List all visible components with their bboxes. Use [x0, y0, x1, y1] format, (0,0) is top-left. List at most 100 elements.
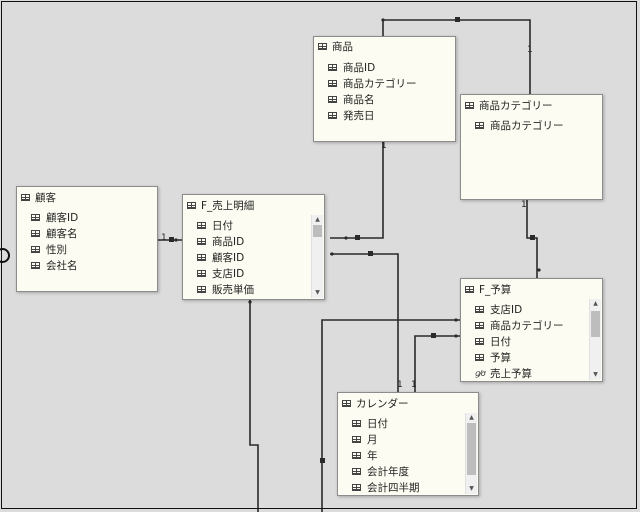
- field-row[interactable]: 日付: [183, 217, 324, 233]
- cardinality-one: 1: [411, 380, 417, 390]
- table-title: 商品カテゴリー: [479, 99, 553, 112]
- table-category[interactable]: 商品カテゴリー 商品カテゴリー: [460, 94, 603, 200]
- field-label: 日付: [490, 335, 511, 348]
- field-label: 予算: [490, 352, 511, 365]
- field-row[interactable]: 商品カテゴリー: [314, 75, 455, 91]
- field-icon: [352, 419, 361, 427]
- rel-yosan-calendar: [414, 335, 460, 392]
- field-icon: [197, 253, 206, 261]
- vertical-scrollbar[interactable]: ▲ ▼: [465, 413, 477, 494]
- table-icon: [21, 193, 30, 201]
- field-row[interactable]: 月: [338, 431, 478, 447]
- field-row[interactable]: 商品名: [314, 91, 455, 107]
- field-icon: [31, 262, 40, 270]
- field-row[interactable]: 支店ID: [183, 266, 324, 282]
- table-header[interactable]: カレンダー: [338, 393, 478, 413]
- field-row[interactable]: 商品カテゴリー: [461, 117, 602, 133]
- field-label: 顧客ID: [212, 251, 245, 264]
- cardinality-one: 1: [161, 233, 167, 243]
- table-header[interactable]: 顧客: [17, 187, 157, 207]
- field-row[interactable]: 会計四半期: [338, 480, 478, 495]
- field-row[interactable]: 顧客ID: [183, 249, 324, 265]
- measure-icon: ɡ/σ: [475, 369, 486, 379]
- table-kokyaku[interactable]: 顧客 顧客ID 顧客名 性別 会社名: [16, 186, 158, 292]
- scrollbar-thumb[interactable]: [591, 311, 600, 337]
- field-icon: [197, 270, 206, 278]
- field-label: 商品名: [343, 93, 375, 106]
- field-row[interactable]: 発売日: [314, 108, 455, 124]
- field-icon: [31, 229, 40, 237]
- field-label: 商品ID: [212, 235, 245, 248]
- field-icon: [475, 337, 484, 345]
- cardinality-one: 1: [397, 380, 403, 390]
- field-icon: [475, 121, 484, 129]
- field-icon: [197, 237, 206, 245]
- field-label: 会計四半期: [367, 482, 420, 495]
- field-icon: [352, 468, 361, 476]
- table-uriage[interactable]: F_売上明細 日付 商品ID 顧客ID 支店ID 販売単価 ▲ ▼: [182, 194, 325, 300]
- scrollbar-thumb[interactable]: [313, 225, 322, 237]
- field-icon: [475, 305, 484, 313]
- field-row[interactable]: 販売単価: [183, 282, 324, 298]
- field-icon: [475, 321, 484, 329]
- table-icon: [187, 201, 196, 209]
- field-row[interactable]: 顧客ID: [17, 209, 157, 225]
- field-row[interactable]: 予算: [461, 350, 602, 366]
- field-label: 顧客ID: [46, 211, 79, 224]
- field-label: 性別: [46, 243, 67, 256]
- scrollbar-thumb[interactable]: [467, 423, 476, 475]
- field-icon: [352, 484, 361, 492]
- connector-handle[interactable]: [0, 248, 10, 263]
- rel-uriage-calendar: [330, 253, 399, 392]
- field-row[interactable]: 年: [338, 447, 478, 463]
- field-icon: [352, 451, 361, 459]
- field-label: 日付: [212, 219, 233, 232]
- field-row[interactable]: 日付: [461, 333, 602, 349]
- table-shohin[interactable]: 商品 商品ID 商品カテゴリー 商品名 発売日: [313, 36, 456, 142]
- scroll-up-icon[interactable]: ▲: [469, 414, 474, 421]
- scroll-down-icon[interactable]: ▼: [469, 485, 474, 492]
- field-label: 年: [367, 449, 378, 462]
- table-header[interactable]: F_予算: [461, 279, 602, 299]
- field-row[interactable]: 日付: [338, 415, 478, 431]
- field-label: 商品カテゴリー: [343, 77, 417, 90]
- field-label: 商品ID: [343, 61, 376, 74]
- field-label: 日付: [367, 417, 388, 430]
- table-header[interactable]: 商品: [314, 37, 455, 55]
- field-row[interactable]: 会計年度: [338, 464, 478, 480]
- table-calendar[interactable]: カレンダー 日付 月 年 会計年度 会計四半期 ▲ ▼: [337, 392, 479, 496]
- field-row[interactable]: 商品ID: [183, 233, 324, 249]
- field-icon: [352, 435, 361, 443]
- field-label: 会社名: [46, 260, 78, 273]
- field-row[interactable]: 商品ID: [314, 59, 455, 75]
- field-icon: [197, 286, 206, 294]
- field-label: 月: [367, 433, 378, 446]
- scroll-down-icon[interactable]: ▼: [593, 371, 598, 378]
- rel-yosan-down: [321, 319, 460, 512]
- table-icon: [342, 399, 351, 407]
- field-label: 商品カテゴリー: [490, 119, 564, 132]
- table-icon: [465, 101, 474, 109]
- vertical-scrollbar[interactable]: ▲ ▼: [311, 215, 323, 298]
- cardinality-one: 1: [521, 200, 527, 210]
- vertical-scrollbar[interactable]: ▲ ▼: [589, 299, 601, 380]
- field-row[interactable]: 性別: [17, 241, 157, 257]
- scroll-up-icon[interactable]: ▲: [593, 300, 598, 307]
- table-title: F_売上明細: [201, 199, 255, 212]
- field-icon: [197, 221, 206, 229]
- field-row[interactable]: 会社名: [17, 258, 157, 274]
- field-row[interactable]: 顧客名: [17, 225, 157, 241]
- field-row[interactable]: 商品カテゴリー: [461, 317, 602, 333]
- scroll-up-icon[interactable]: ▲: [315, 216, 320, 223]
- table-header[interactable]: F_売上明細: [183, 195, 324, 215]
- field-icon: [31, 245, 40, 253]
- field-row[interactable]: 支店ID: [461, 301, 602, 317]
- field-icon: [328, 63, 337, 71]
- scroll-down-icon[interactable]: ▼: [315, 289, 320, 296]
- table-header[interactable]: 商品カテゴリー: [461, 95, 602, 115]
- field-label: 商品カテゴリー: [490, 319, 564, 332]
